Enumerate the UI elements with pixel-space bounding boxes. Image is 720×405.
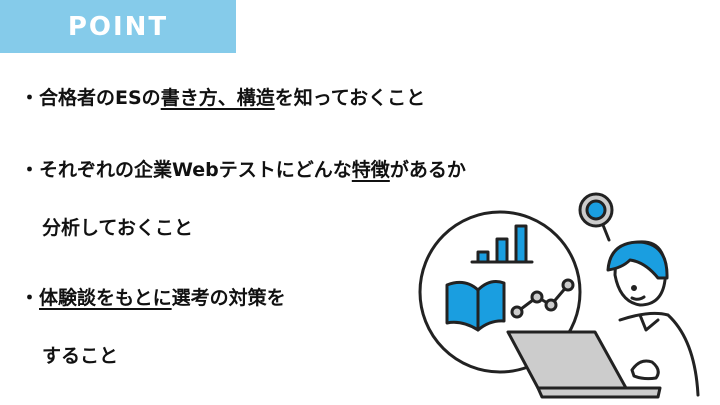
study-illustration [418,192,700,399]
point-2-continued: 分析しておくこと [42,217,193,239]
laptop-icon [506,330,662,399]
underlined-text: 書き方、構造 [160,87,275,109]
text: 合格者のESの [39,87,161,109]
point-3: ・体験談をもとに選考の対策を [20,283,286,310]
text: 選考の対策を [171,287,286,309]
underlined-text: 特徴 [351,159,390,181]
magnifier-icon [578,192,614,242]
point-label: POINT [67,11,169,42]
bar-chart-icon [470,224,534,264]
line-graph-icon [510,278,575,319]
text: を知っておくこと [274,87,426,109]
person [606,240,700,397]
point-3-continued: すること [42,345,119,367]
text: があるか [389,159,466,181]
point-2: ・それぞれの企業Webテストにどんな特徴があるか [20,155,466,182]
bullet: ・ [20,287,40,309]
text: それぞれの企業Webテストにどんな [39,159,352,181]
bullet: ・ [20,87,40,109]
underlined-text: 体験談をもとに [39,287,172,309]
point-header: POINT [0,0,236,53]
book-icon [445,280,506,332]
thought-circle [418,210,582,374]
bullet: ・ [20,159,40,181]
point-1: ・合格者のESの書き方、構造を知っておくこと [20,83,425,110]
